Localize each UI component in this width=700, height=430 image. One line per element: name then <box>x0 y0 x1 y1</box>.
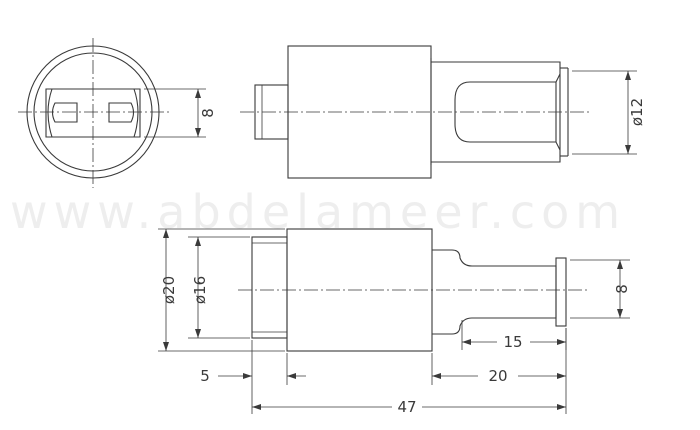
top-pin-flat <box>454 81 561 151</box>
top-side-view <box>240 45 637 179</box>
bottom-side-view <box>158 228 630 414</box>
end-view-right-slot <box>108 102 135 123</box>
bottom-pin-end <box>555 257 567 327</box>
dim-flange-length: 5 <box>200 367 210 385</box>
dim-outer-diameter: ø20 <box>160 276 178 304</box>
end-view-tab <box>45 88 141 138</box>
watermark: www.abdelameer.com <box>10 185 626 239</box>
end-view <box>18 38 206 188</box>
dim-inner-diameter: ø16 <box>191 276 209 304</box>
dim-pin-length: 20 <box>488 367 507 385</box>
dim-pin-flat-length: 15 <box>503 333 522 351</box>
dim-pin-diameter: ø12 <box>628 98 646 126</box>
dim-pin-flat-width: 8 <box>613 284 631 294</box>
dim-overall-length: 47 <box>397 398 416 416</box>
end-view-tab-right-flat <box>133 88 139 138</box>
bottom-pin <box>432 249 557 335</box>
end-view-left-slot <box>51 102 78 123</box>
bottom-flange <box>251 236 288 339</box>
dim-end-view-8: 8 <box>199 108 217 118</box>
end-view-tab-left-flat <box>47 88 53 138</box>
